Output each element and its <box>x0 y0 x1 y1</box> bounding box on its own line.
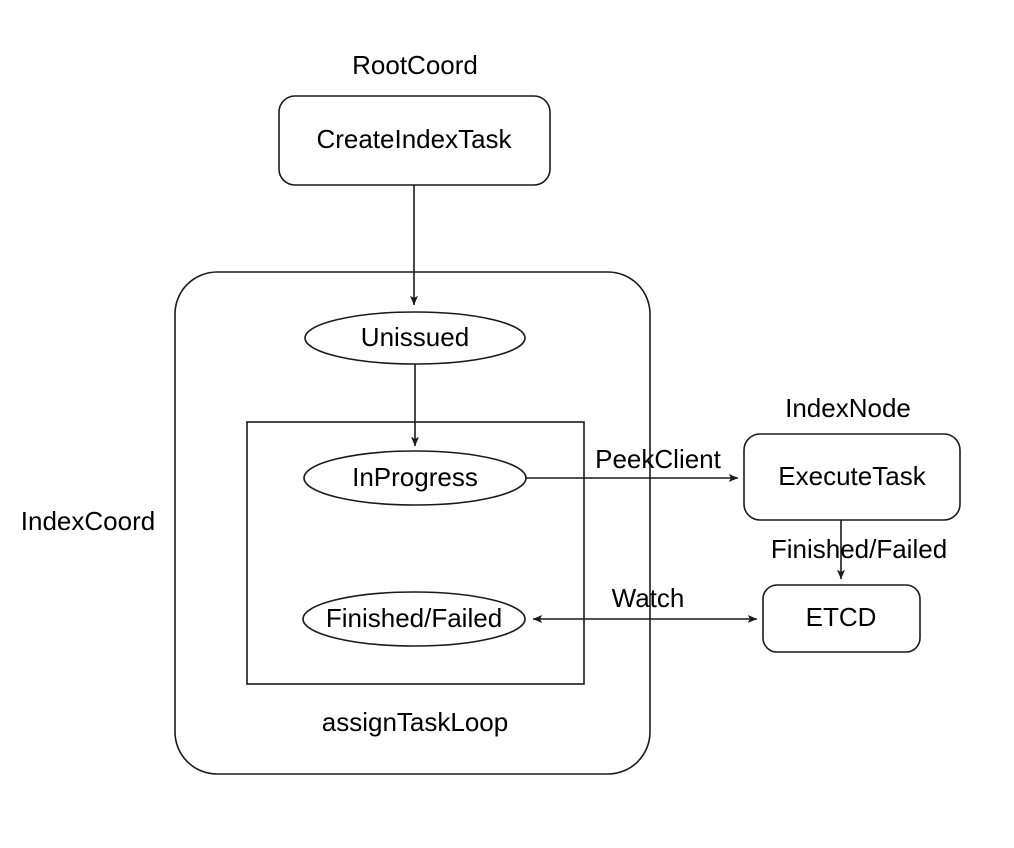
node-label-inprogress: InProgress <box>352 462 478 492</box>
edge-label-finished-failed: Finished/Failed <box>771 534 947 564</box>
node-finished-failed-state[interactable] <box>302 591 526 647</box>
group-label-indexcoord: IndexCoord <box>21 506 155 536</box>
node-label-execute-task: ExecuteTask <box>778 461 926 491</box>
node-label-create-index-task: CreateIndexTask <box>316 124 512 154</box>
node-execute-task[interactable] <box>743 433 961 521</box>
group-container-assigntaskloop <box>246 421 585 685</box>
edge-label-watch: Watch <box>612 583 685 613</box>
node-label-unissued: Unissued <box>361 322 469 352</box>
edge-label-peekclient: PeekClient <box>595 444 722 474</box>
group-container-indexcoord <box>174 271 651 775</box>
group-label-rootcoord: RootCoord <box>352 50 478 80</box>
node-label-finished-failed-state: Finished/Failed <box>326 603 502 633</box>
node-etcd[interactable] <box>762 584 921 653</box>
node-label-etcd: ETCD <box>806 602 877 632</box>
group-label-assigntaskloop: assignTaskLoop <box>322 707 508 737</box>
group-label-indexnode: IndexNode <box>785 393 911 423</box>
